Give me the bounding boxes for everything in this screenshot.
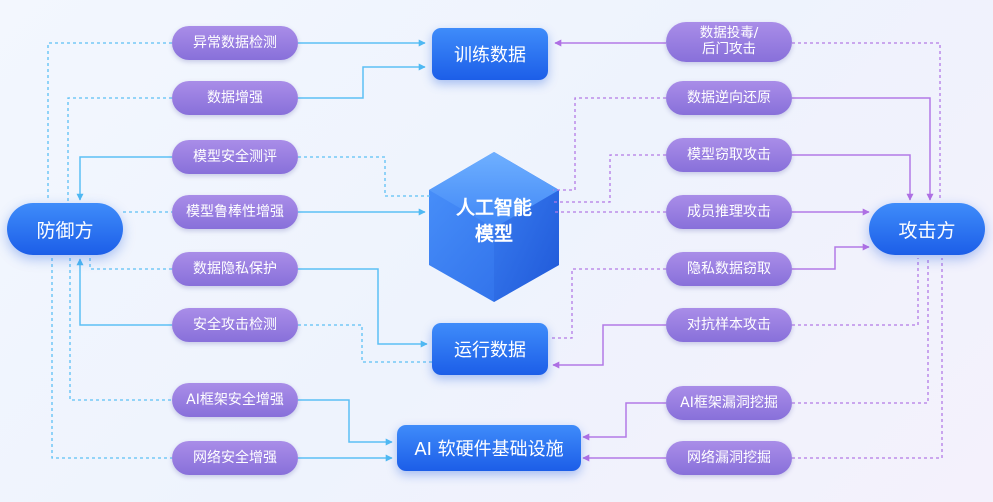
defense-item-framework-security: AI框架安全增强	[172, 383, 298, 417]
attack-item-poisoning: 数据投毒/ 后门攻击	[666, 22, 792, 62]
training-data-node: 训练数据	[432, 28, 548, 80]
attack-item-model-stealing: 模型窃取攻击	[666, 138, 792, 172]
attack-item-poisoning-line1: 数据投毒/	[699, 25, 759, 42]
model-label-line2: 模型	[474, 222, 513, 245]
infrastructure-node: AI 软硬件基础设施	[397, 425, 581, 471]
attack-item-data-inversion: 数据逆向还原	[666, 81, 792, 115]
model-label-line1: 人工智能	[455, 197, 532, 219]
attack-node: 攻击方	[869, 203, 985, 255]
attack-item-adversarial: 对抗样本攻击	[666, 308, 792, 342]
defense-node: 防御方	[7, 203, 123, 255]
model-label: 人工智能 模型	[432, 196, 556, 247]
defense-item-model-evaluation: 模型安全测评	[172, 140, 298, 174]
defense-item-data-augmentation: 数据增强	[172, 81, 298, 115]
defense-item-anomaly-detection: 异常数据检测	[172, 26, 298, 60]
defense-item-privacy-protection: 数据隐私保护	[172, 252, 298, 286]
model-hexagon	[429, 152, 559, 302]
runtime-data-node: 运行数据	[432, 323, 548, 375]
attack-item-membership-inference: 成员推理攻击	[666, 195, 792, 229]
defense-item-robustness: 模型鲁棒性增强	[172, 195, 298, 229]
attack-item-privacy-theft: 隐私数据窃取	[666, 252, 792, 286]
attack-item-network-vuln: 网络漏洞挖掘	[666, 441, 792, 475]
attack-item-poisoning-line2: 后门攻击	[702, 41, 756, 57]
attack-item-framework-vuln: AI框架漏洞挖掘	[666, 386, 792, 420]
defense-item-network-security: 网络安全增强	[172, 441, 298, 475]
defense-item-attack-detection: 安全攻击检测	[172, 308, 298, 342]
